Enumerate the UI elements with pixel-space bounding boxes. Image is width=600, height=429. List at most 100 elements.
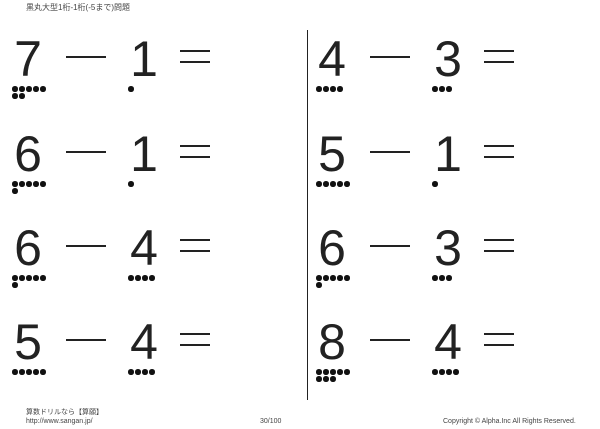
dot	[128, 275, 134, 281]
digit: 1	[130, 126, 158, 182]
dot-group	[432, 275, 466, 281]
digit: 7	[14, 31, 42, 87]
dot	[33, 86, 39, 92]
dot	[330, 181, 336, 187]
dot-group	[128, 181, 162, 187]
dot	[316, 86, 322, 92]
dot	[323, 86, 329, 92]
dot	[33, 275, 39, 281]
dot	[12, 369, 18, 375]
dot-group	[432, 86, 466, 92]
dot	[323, 376, 329, 382]
operand: 6	[12, 220, 48, 288]
digit: 5	[14, 314, 42, 370]
dot-group	[12, 181, 46, 194]
dot	[330, 376, 336, 382]
worksheet-title: 黒丸大型1桁-1桁(-5まで)問題	[26, 3, 131, 12]
digit: 8	[318, 314, 346, 370]
copyright: Copyright © Alpha.Inc All Rights Reserve…	[443, 418, 576, 425]
dot	[19, 93, 25, 99]
dot	[323, 181, 329, 187]
dot	[135, 369, 141, 375]
dot	[330, 275, 336, 281]
minus-sign	[370, 151, 410, 153]
page-number: 30/100	[260, 418, 282, 425]
dot	[19, 275, 25, 281]
dot	[149, 369, 155, 375]
dot	[446, 86, 452, 92]
minus-sign	[66, 245, 106, 247]
dot	[439, 369, 445, 375]
footer-url[interactable]: http://www.sangan.jp/	[26, 418, 93, 425]
digit: 5	[318, 126, 346, 182]
minus-sign	[66, 151, 106, 153]
dot	[446, 275, 452, 281]
operand: 5	[12, 314, 48, 375]
dot-group	[12, 369, 46, 375]
dot	[26, 181, 32, 187]
dot-group	[128, 369, 162, 375]
dot	[12, 93, 18, 99]
digit: 4	[318, 31, 346, 87]
minus-sign	[66, 339, 106, 341]
dot	[344, 369, 350, 375]
dot	[323, 275, 329, 281]
dot	[453, 369, 459, 375]
dot	[337, 369, 343, 375]
dot-group	[432, 369, 466, 375]
dot-group	[128, 275, 162, 281]
dot-group	[316, 275, 350, 288]
operand: 1	[128, 31, 164, 92]
operand: 6	[316, 223, 352, 288]
digit: 1	[434, 126, 462, 182]
dot-group	[316, 181, 350, 187]
operand: 3	[432, 31, 468, 92]
digit: 1	[130, 31, 158, 87]
dot	[128, 86, 134, 92]
dot	[40, 275, 46, 281]
digit: 3	[434, 31, 462, 87]
dot	[26, 86, 32, 92]
dot	[316, 275, 322, 281]
dot-group	[128, 86, 162, 92]
dot	[12, 86, 18, 92]
minus-sign	[370, 245, 410, 247]
dot	[432, 369, 438, 375]
operand: 4	[432, 317, 468, 375]
operand: 4	[128, 317, 164, 375]
digit: 6	[14, 220, 42, 276]
dot	[26, 275, 32, 281]
digit: 3	[434, 220, 462, 276]
operand: 7	[12, 31, 48, 99]
dot	[432, 181, 438, 187]
dot	[33, 369, 39, 375]
digit: 6	[14, 126, 42, 182]
dot-group	[432, 181, 466, 187]
column-divider	[307, 30, 308, 400]
dot	[142, 369, 148, 375]
dot	[12, 188, 18, 194]
minus-sign	[370, 339, 410, 341]
dot	[330, 86, 336, 92]
operand: 3	[432, 220, 468, 281]
dot	[40, 181, 46, 187]
dot	[142, 275, 148, 281]
dot	[135, 275, 141, 281]
dot	[12, 181, 18, 187]
dot	[337, 86, 343, 92]
operand: 1	[128, 126, 164, 187]
dot	[330, 369, 336, 375]
dot	[19, 369, 25, 375]
dot-group	[12, 275, 46, 288]
dot	[337, 275, 343, 281]
operand: 8	[316, 314, 352, 382]
operand: 4	[316, 31, 352, 92]
